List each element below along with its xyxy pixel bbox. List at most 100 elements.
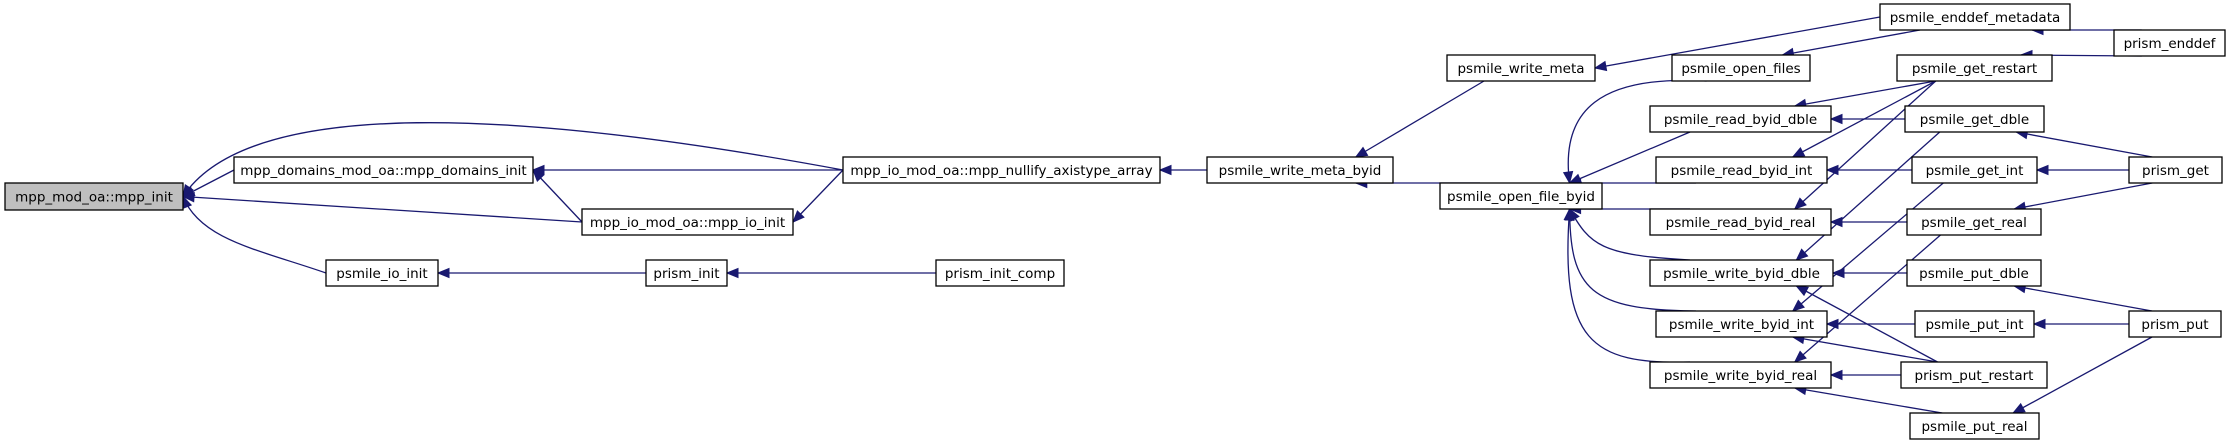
node-psmile-write-meta[interactable]: psmile_write_meta: [1446, 54, 1596, 82]
node-box: [1206, 156, 1394, 184]
arrowhead-psmile_read_byid_int: [1825, 164, 1839, 176]
edge-psmile_get_dble-to-psmile_write_byid_dble: [1795, 131, 1941, 261]
edge-prism_put-to-psmile_put_real: [2012, 336, 2153, 414]
node-box: [581, 208, 794, 236]
edge-psmile_get_restart-to-psmile_read_byid_dble: [1794, 80, 1936, 107]
node-label: psmile_get_dble: [1920, 112, 2029, 128]
node-mpp-domains-init[interactable]: mpp_domains_mod_oa::mpp_domains_init: [233, 156, 534, 184]
arrowhead-psmile_write_byid_int: [1825, 318, 1839, 330]
arrowhead-psmile_write_meta_byid: [1354, 146, 1369, 158]
node-psmile-write-meta-byid[interactable]: psmile_write_meta_byid: [1206, 156, 1394, 184]
edge-psmile_get_real-to-psmile_write_byid_real: [1794, 234, 1941, 363]
arrowhead-psmile_read_byid_real: [1829, 216, 1843, 228]
node-mpp-io-init[interactable]: mpp_io_mod_oa::mpp_io_init: [581, 208, 794, 236]
arrowhead-mpp_init: [182, 183, 194, 198]
node-label: prism_get: [2142, 163, 2209, 179]
node-label: psmile_write_byid_real: [1664, 368, 1817, 384]
arrowhead-psmile_open_file_byid: [1563, 207, 1575, 221]
node-psmile-open-files[interactable]: psmile_open_files: [1671, 54, 1811, 82]
node-psmile-write-byid-dble[interactable]: psmile_write_byid_dble: [1649, 259, 1834, 287]
node-label: psmile_put_int: [1925, 317, 2023, 333]
arrowhead-mpp_nullify: [1158, 164, 1172, 176]
arrowhead-psmile_read_byid_real: [1793, 197, 1807, 210]
arrowhead-psmile_read_byid_int: [1791, 147, 1806, 158]
node-psmile-write-byid-int[interactable]: psmile_write_byid_int: [1655, 310, 1828, 338]
node-label: mpp_domains_mod_oa::mpp_domains_init: [240, 163, 526, 179]
node-box: [2113, 29, 2226, 57]
edge-mpp_io_init-to-mpp_init: [182, 195, 583, 223]
node-psmile-get-restart[interactable]: psmile_get_restart: [1896, 54, 2053, 82]
node-psmile-open-file-byid[interactable]: psmile_open_file_byid: [1439, 182, 1603, 210]
node-psmile-read-byid-dble[interactable]: psmile_read_byid_dble: [1649, 105, 1832, 133]
node-label: psmile_read_byid_dble: [1664, 112, 1817, 128]
edges-layer: [181, 16, 2153, 414]
edge-psmile_get_restart-to-psmile_read_byid_real: [1794, 80, 1937, 210]
arrowhead-psmile_read_byid_dble: [1829, 113, 1843, 125]
node-box: [1906, 259, 2042, 287]
arrowhead-psmile_write_byid_dble: [1795, 248, 1809, 261]
node-box: [1649, 105, 1832, 133]
arrowhead-psmile_write_byid_dble: [1795, 285, 1809, 297]
node-label: psmile_read_byid_real: [1666, 215, 1816, 231]
node-prism-put[interactable]: prism_put: [2128, 310, 2222, 338]
node-box: [1649, 361, 1832, 389]
node-psmile-get-int[interactable]: psmile_get_int: [1911, 156, 2038, 184]
node-mpp-nullify[interactable]: mpp_io_mod_oa::mpp_nullify_axistype_arra…: [842, 156, 1161, 184]
node-psmile-read-byid-real[interactable]: psmile_read_byid_real: [1649, 208, 1832, 236]
node-box: [325, 259, 439, 287]
node-psmile-write-byid-real[interactable]: psmile_write_byid_real: [1649, 361, 1832, 389]
node-box: [2128, 310, 2222, 338]
edge-psmile_get_restart-to-psmile_read_byid_int: [1792, 80, 1937, 158]
arrowhead-psmile_io_init: [436, 267, 450, 279]
node-psmile-read-byid-int[interactable]: psmile_read_byid_int: [1655, 156, 1828, 184]
edge-psmile_write_meta-to-psmile_write_meta_byid: [1355, 80, 1485, 158]
edge-psmile_open_files-to-psmile_open_file_byid: [1567, 79, 1707, 184]
node-box: [1649, 259, 1834, 287]
node-psmile-get-real[interactable]: psmile_get_real: [1906, 208, 2042, 236]
node-prism-get[interactable]: prism_get: [2128, 156, 2223, 184]
node-box: [233, 156, 534, 184]
node-label: mpp_io_mod_oa::mpp_io_init: [590, 215, 785, 231]
arrowhead-mpp_io_init: [792, 210, 805, 223]
node-psmile-put-real[interactable]: psmile_put_real: [1909, 412, 2040, 440]
node-psmile-io-init[interactable]: psmile_io_init: [325, 259, 439, 287]
node-psmile-put-dble[interactable]: psmile_put_dble: [1906, 259, 2042, 287]
node-box: [1655, 156, 1828, 184]
node-label: psmile_open_files: [1681, 61, 1800, 77]
node-box: [1879, 3, 2071, 31]
node-label: psmile_get_restart: [1912, 61, 2037, 77]
node-label: psmile_get_real: [1921, 215, 2027, 231]
edge-prism_put-to-psmile_put_dble: [2014, 285, 2153, 312]
node-prism-enddef[interactable]: prism_enddef: [2113, 29, 2226, 57]
node-box: [1906, 208, 2042, 236]
arrowhead-psmile_open_file_byid: [1562, 170, 1574, 185]
arrowhead-psmile_put_real: [2012, 402, 2026, 414]
node-psmile-get-dble[interactable]: psmile_get_dble: [1904, 105, 2045, 133]
node-psmile-enddef-metadata[interactable]: psmile_enddef_metadata: [1879, 3, 2071, 31]
edge-psmile_enddef_metadata-to-psmile_open_files: [1782, 29, 1921, 56]
node-label: mpp_io_mod_oa::mpp_nullify_axistype_arra…: [850, 163, 1152, 179]
edge-psmile_write_byid_dble-to-psmile_open_file_byid: [1569, 208, 1691, 261]
arrowhead-psmile_write_byid_dble: [1831, 267, 1845, 279]
node-mpp-init[interactable]: mpp_mod_oa::mpp_init: [4, 182, 184, 211]
node-psmile-put-int[interactable]: psmile_put_int: [1914, 310, 2035, 338]
arrowhead-psmile_get_int: [2035, 164, 2049, 176]
node-box: [1896, 54, 2053, 82]
edge-psmile_io_init-to-mpp_init: [182, 196, 327, 274]
node-box: [842, 156, 1161, 184]
node-box: [4, 182, 184, 211]
node-label: psmile_get_int: [1926, 163, 2024, 179]
arrowhead-psmile_write_meta: [1593, 60, 1608, 72]
edge-psmile_put_real-to-psmile_write_byid_real: [1794, 387, 1943, 414]
node-label: psmile_write_byid_int: [1669, 317, 1814, 333]
edge-psmile_write_byid_int-to-psmile_open_file_byid: [1568, 208, 1697, 312]
node-box: [1446, 54, 1596, 82]
node-prism-init[interactable]: prism_init: [645, 259, 728, 287]
node-box: [1900, 361, 2048, 389]
node-prism-init-comp[interactable]: prism_init_comp: [935, 259, 1065, 287]
node-prism-put-restart[interactable]: prism_put_restart: [1900, 361, 2048, 389]
node-label: psmile_open_file_byid: [1447, 189, 1595, 205]
node-label: psmile_io_init: [336, 266, 427, 282]
node-label: psmile_read_byid_int: [1671, 163, 1813, 179]
